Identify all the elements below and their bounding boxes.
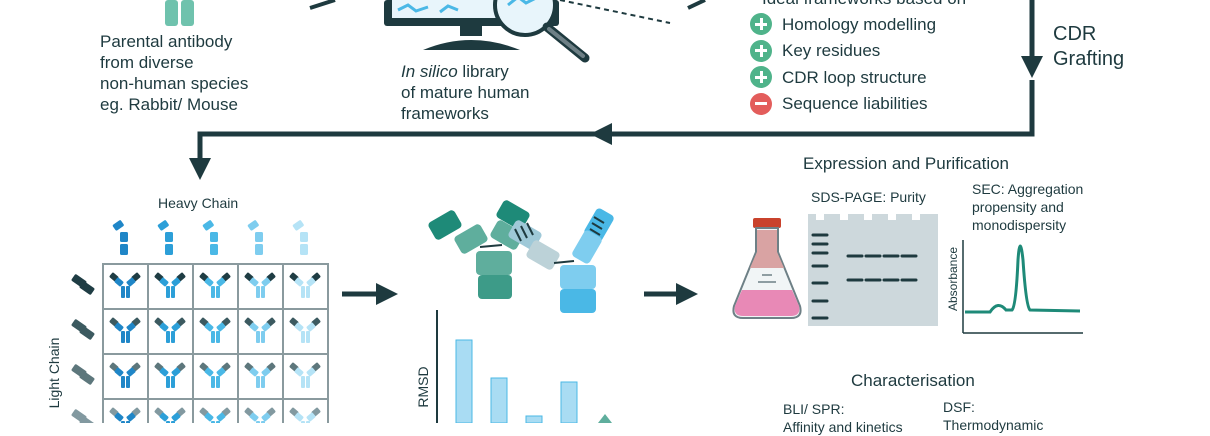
antibody-cell-icon (289, 317, 321, 343)
antibody-cell-icon (289, 272, 321, 298)
criteria-label: Sequence liabilities (782, 94, 928, 114)
parental-line-4: eg. Rabbit/ Mouse (100, 95, 238, 114)
criteria-item-cdr-loop: CDR loop structure (750, 64, 936, 91)
parental-line-3: non-human species (100, 74, 249, 93)
antibody-cell-icon (244, 362, 276, 388)
library-line-1-italic: In silico (401, 62, 458, 81)
antibody-cell-icon (244, 317, 276, 343)
arrow-model-to-expression-icon (676, 283, 698, 305)
light-chain-icon (71, 409, 95, 423)
antibody-cell-icon (199, 272, 231, 298)
down-to-matrix-arrowhead-icon (189, 158, 211, 180)
sec-line-1: SEC: Aggregation (972, 181, 1084, 197)
return-arrowhead-icon (590, 123, 612, 145)
minus-icon (750, 92, 772, 115)
library-line-1-rest: library (457, 62, 509, 81)
criteria-item-key-residues: Key residues (750, 38, 936, 65)
antibody-cell-icon (289, 362, 321, 388)
rmsd-bar-1 (455, 339, 473, 423)
heavy-chain-icon (202, 220, 218, 255)
cdr-line-1: CDR (1053, 23, 1097, 45)
sec-chromatogram (962, 240, 1083, 334)
antibody-cell-icon (154, 362, 186, 388)
parental-line-1: Parental antibody (100, 32, 233, 51)
combinatorial-matrix (71, 220, 329, 423)
rmsd-marker-icon (598, 414, 612, 423)
sds-page-gel (808, 214, 938, 326)
arrow-matrix-to-model-icon (376, 283, 398, 305)
rmsd-bar-4 (560, 381, 578, 423)
plus-icon (750, 13, 772, 36)
antibody-cell-icon (154, 317, 186, 343)
antibody-cell-icon (289, 407, 321, 423)
criteria-label: Key residues (782, 41, 881, 61)
criteria-item-homology: Homology modelling (750, 11, 936, 38)
flask-icon (732, 218, 802, 319)
plus-icon (750, 39, 772, 62)
sec-caption: SEC: Aggregation propensity and monodisp… (972, 180, 1083, 234)
criteria-label: CDR loop structure (782, 67, 927, 87)
bli-line-2: Affinity and kinetics (783, 419, 903, 435)
library-line-3: frameworks (401, 104, 489, 123)
light-chain-label: Light Chain (46, 337, 62, 409)
dsf-line-2: Thermodynamic (943, 417, 1044, 433)
cdr-line-2: Grafting (1053, 48, 1125, 70)
antibody-cell-icon (109, 272, 141, 298)
library-line-2: of mature human (401, 83, 530, 102)
characterisation-title: Characterisation (851, 371, 975, 390)
return-path (610, 80, 1035, 137)
heavy-chain-icon (292, 220, 308, 255)
expression-title: Expression and Purification (803, 154, 1010, 173)
parental-antibody-caption: Parental antibody from diverse non-human… (100, 31, 248, 115)
rmsd-bar-3 (525, 415, 543, 423)
antibody-cell-icon (199, 317, 231, 343)
arrow-parental-to-library (309, 0, 336, 10)
criteria-item-liabilities: Sequence liabilities (750, 91, 936, 118)
dsf-line-1: DSF: (943, 399, 975, 415)
criteria-label: Homology modelling (782, 14, 937, 34)
antibody-cell-icon (244, 272, 276, 298)
light-chain-icon (71, 274, 95, 295)
parental-line-2: from diverse (100, 53, 194, 72)
dashed-line (559, 0, 671, 24)
parental-antibody-icon (165, 0, 194, 26)
cdr-grafting-label: CDR Grafting (1053, 22, 1124, 72)
rmsd-bar-chart (436, 310, 612, 423)
arrow-down-icon (1021, 56, 1043, 78)
selection-header: Ideal frameworks based on (762, 0, 966, 9)
rmsd-bar-2 (490, 377, 508, 423)
absorbance-axis-label: Absorbance (946, 246, 960, 312)
antibody-cell-icon (199, 407, 231, 423)
dsf-caption: DSF: Thermodynamic (943, 398, 1043, 434)
bli-line-1: BLI/ SPR: (783, 401, 845, 417)
antibody-cell-icon (109, 317, 141, 343)
antibody-cell-icon (199, 362, 231, 388)
sds-page-label: SDS-PAGE: Purity (811, 189, 926, 205)
antibody-cell-icon (154, 272, 186, 298)
library-caption: In silico library of mature human framew… (401, 61, 530, 124)
arrow-library-to-selection (687, 0, 706, 10)
plus-icon (750, 66, 772, 89)
sec-line-2: propensity and (972, 199, 1064, 215)
light-chain-icon (71, 319, 95, 340)
sec-line-3: monodispersity (972, 217, 1067, 233)
antibody-cell-icon (244, 407, 276, 423)
magnifier-icon (493, 0, 590, 63)
antibody-cell-icon (109, 362, 141, 388)
heavy-chain-icon (157, 220, 173, 255)
selection-criteria-list: Homology modelling Key residues CDR loop… (750, 11, 936, 117)
matrix-grid-frame (102, 263, 329, 423)
heavy-chain-label: Heavy Chain (158, 195, 239, 211)
bli-caption: BLI/ SPR: Affinity and kinetics (783, 400, 903, 436)
heavy-chain-icon (112, 220, 128, 255)
antibody-model-icon (428, 200, 614, 313)
diagram-graphics (71, 0, 1083, 423)
rmsd-axis-label: RMSD (415, 366, 431, 408)
heavy-chain-icon (247, 220, 263, 255)
light-chain-icon (71, 364, 95, 385)
antibody-cell-icon (109, 407, 141, 423)
